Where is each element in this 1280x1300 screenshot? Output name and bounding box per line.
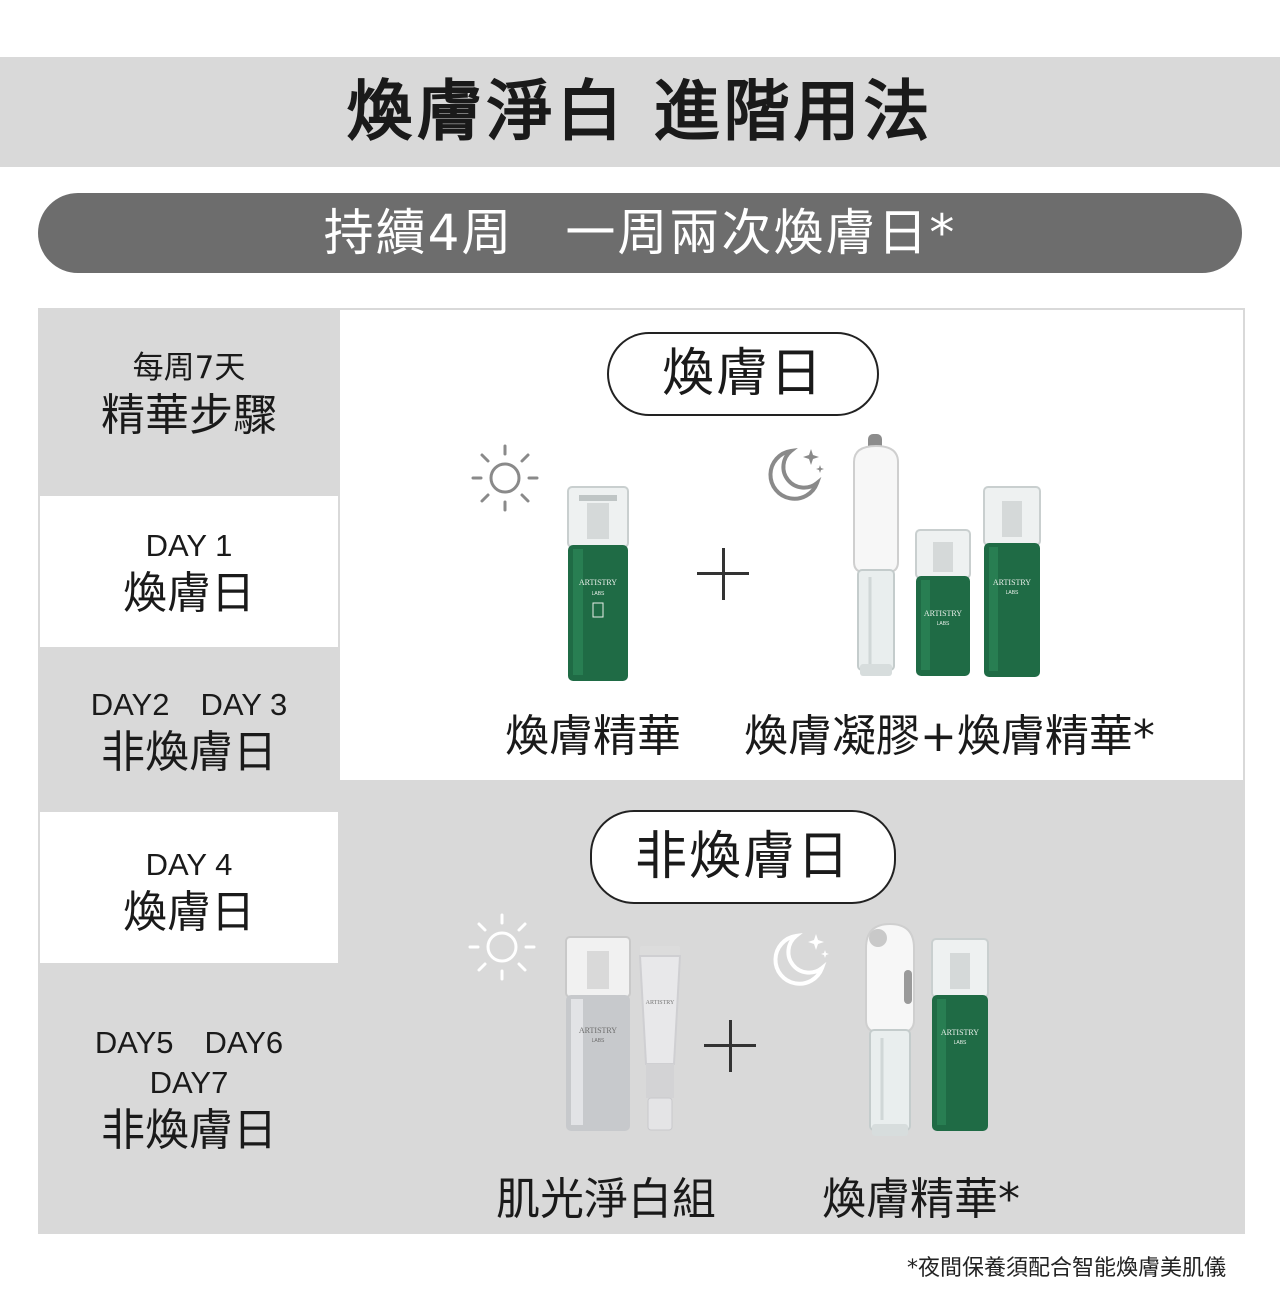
sun-icon xyxy=(471,444,539,512)
gel-brand-text: ARTISTRY xyxy=(924,609,962,618)
sun-icon xyxy=(468,913,536,981)
beauty-device xyxy=(853,434,899,676)
non-peel-night-caption: 煥膚精華* xyxy=(822,1174,1020,1225)
day567-label: DAY5 DAY6 xyxy=(94,1025,284,1060)
brightening-serum-bottle: ARTISTRY LABS xyxy=(565,936,631,1131)
title-band: 煥膚淨白 進階用法 xyxy=(0,57,1280,167)
serum-night-brand-text: ARTISTRY xyxy=(993,578,1031,587)
tube-brand-text: ARTISTRY xyxy=(646,1000,675,1006)
silver-sub-text: LABS xyxy=(592,1038,605,1044)
plus-icon xyxy=(704,1020,756,1072)
brightening-tube: ARTISTRY xyxy=(638,946,682,1131)
schedule-day567-cell: DAY5 DAY6 DAY7 非煥膚日 xyxy=(40,1023,338,1163)
plus-icon xyxy=(697,548,749,600)
schedule-intro-line2: 精華步驟 xyxy=(101,390,277,441)
day1-type: 煥膚日 xyxy=(123,568,255,619)
silver-brand-text: ARTISTRY xyxy=(579,1026,617,1035)
moon-stars-icon xyxy=(768,447,824,501)
peel-night-caption: 煥膚凝膠+煥膚精華* xyxy=(744,711,1155,762)
serum-night-sub-text: LABS xyxy=(1006,590,1019,596)
serum-bottom-sub-text: LABS xyxy=(954,1040,967,1046)
day4-label: DAY 4 xyxy=(145,847,233,882)
bottle-sub-text: LABS xyxy=(592,591,605,597)
beauty-device xyxy=(865,922,915,1136)
day23-type: 非煥膚日 xyxy=(101,727,277,778)
schedule-day4-cell: DAY 4 煥膚日 xyxy=(40,812,338,963)
duration-banner: 持續4周 一周兩次煥膚日* xyxy=(38,193,1242,273)
peel-serum-bottle: ARTISTRY LABS xyxy=(567,486,629,681)
peel-serum-bottle-night: ARTISTRY LABS xyxy=(983,486,1041,677)
day4-type: 煥膚日 xyxy=(123,887,255,938)
schedule-day23-cell: DAY2 DAY 3 非煥膚日 xyxy=(40,685,338,795)
day567-type: 非煥膚日 xyxy=(101,1105,277,1156)
schedule-intro-cell: 每周7天 精華步驟 xyxy=(40,348,338,468)
schedule-day1-cell: DAY 1 煥膚日 xyxy=(40,496,338,647)
non-peel-day-caption: 肌光淨白組 xyxy=(496,1174,716,1225)
duration-banner-text: 持續4周 一周兩次煥膚日* xyxy=(323,204,957,262)
bottle-brand-text: ARTISTRY xyxy=(579,578,617,587)
schedule-intro-line1: 每周7天 xyxy=(132,350,246,386)
day1-label: DAY 1 xyxy=(145,528,233,563)
gel-sub-text: LABS xyxy=(937,621,950,627)
peel-gel-bottle: ARTISTRY LABS xyxy=(915,529,971,676)
peel-day-caption: 煥膚精華 xyxy=(505,711,681,762)
peel-day-heading: 煥膚日 xyxy=(607,332,879,416)
serum-bottom-brand-text: ARTISTRY xyxy=(941,1028,979,1037)
footnote: *夜間保養須配合智能煥膚美肌儀 xyxy=(906,1256,1226,1281)
day7-label: DAY7 xyxy=(149,1065,229,1100)
non-peel-day-heading: 非煥膚日 xyxy=(590,810,896,904)
peel-serum-bottle-night: ARTISTRY LABS xyxy=(931,938,989,1131)
page-title: 煥膚淨白 進階用法 xyxy=(346,73,934,150)
day23-label: DAY2 DAY 3 xyxy=(90,687,288,722)
moon-stars-icon xyxy=(773,932,829,986)
